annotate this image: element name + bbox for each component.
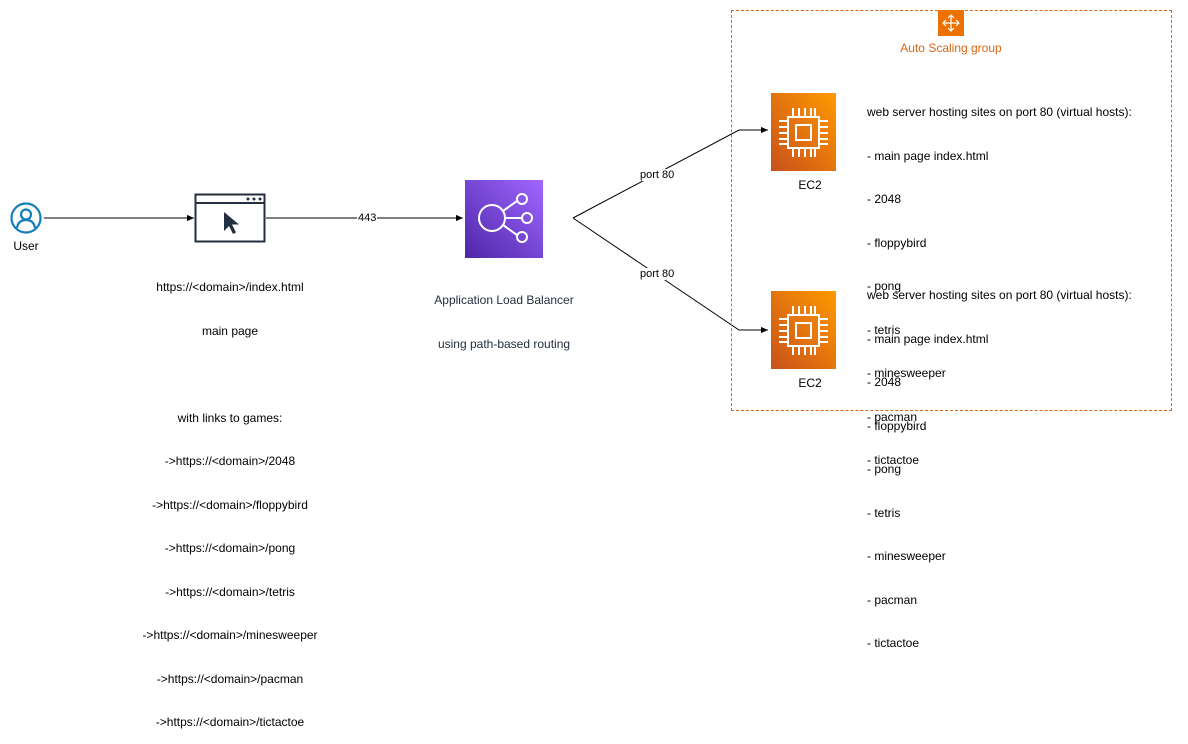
browser-link-item: ->https://<domain>/2048 bbox=[164, 454, 296, 468]
browser-link-item: ->https://<domain>/tetris bbox=[165, 584, 295, 599]
site-list-item: - pong bbox=[867, 462, 902, 476]
browser-links-header: with links to games: bbox=[177, 410, 283, 425]
site-list-item: - tetris bbox=[867, 505, 901, 520]
edge-label-443: 443 bbox=[357, 212, 378, 224]
load-balancer-caption: Application Load Balancer using path-bas… bbox=[404, 264, 604, 366]
browser-link-item: ->https://<domain>/pacman bbox=[156, 671, 304, 686]
ec2-top-description-header: web server hosting sites on port 80 (vir… bbox=[867, 105, 1132, 119]
edge-label-port-80-bottom: port 80 bbox=[639, 268, 676, 280]
site-list-item: - 2048 bbox=[867, 192, 902, 206]
site-list-item: - floppybird bbox=[867, 235, 927, 250]
load-balancer-subtitle: using path-based routing bbox=[437, 336, 571, 351]
browser-url-line: https://<domain>/index.html bbox=[156, 280, 304, 294]
browser-link-item: ->https://<domain>/tictactoe bbox=[155, 715, 305, 729]
browser-window-icon bbox=[194, 193, 266, 243]
edge-label-port-80-top: port 80 bbox=[639, 169, 676, 181]
user-label: User bbox=[1, 239, 51, 254]
connectors bbox=[44, 126, 768, 334]
load-balancer-title: Application Load Balancer bbox=[434, 293, 574, 307]
site-list-item: - minesweeper bbox=[867, 549, 946, 563]
site-list-item: - pong bbox=[867, 279, 902, 293]
load-balancer-icon bbox=[465, 180, 543, 258]
ec2-instance-icon bbox=[771, 291, 836, 369]
browser-title-line: main page bbox=[201, 323, 259, 338]
auto-scaling-group-label: Auto Scaling group bbox=[900, 41, 1002, 55]
user-icon bbox=[10, 202, 42, 234]
site-list-item: - pacman bbox=[867, 409, 918, 424]
site-list-item: - 2048 bbox=[867, 375, 902, 389]
site-list-item: - pacman bbox=[867, 592, 918, 607]
site-list-item: - floppybird bbox=[867, 418, 927, 433]
site-list-item: - tetris bbox=[867, 322, 901, 337]
auto-scaling-icon bbox=[938, 10, 964, 36]
site-list-item: - main page index.html bbox=[867, 331, 989, 346]
site-list-item: - tictactoe bbox=[867, 636, 920, 650]
browser-link-item: ->https://<domain>/floppybird bbox=[152, 497, 308, 512]
edge-alb-to-ec2-top bbox=[572, 126, 768, 219]
browser-link-item: ->https://<domain>/minesweeper bbox=[142, 628, 318, 642]
browser-link-item: ->https://<domain>/pong bbox=[164, 541, 296, 555]
ec2-top-label: EC2 bbox=[798, 178, 822, 192]
ec2-instance-icon bbox=[771, 93, 836, 171]
ec2-bottom-description-header: web server hosting sites on port 80 (vir… bbox=[867, 288, 1132, 302]
edge-alb-to-ec2-bottom bbox=[572, 217, 768, 334]
site-list-item: - minesweeper bbox=[867, 366, 946, 380]
site-list-item: - main page index.html bbox=[867, 148, 989, 163]
ec2-bottom-label: EC2 bbox=[798, 376, 822, 390]
browser-caption: https://<domain>/index.html main page wi… bbox=[110, 251, 350, 744]
ec2-top-description: web server hosting sites on port 80 (vir… bbox=[867, 76, 1132, 482]
ec2-bottom-description: web server hosting sites on port 80 (vir… bbox=[867, 259, 1132, 665]
